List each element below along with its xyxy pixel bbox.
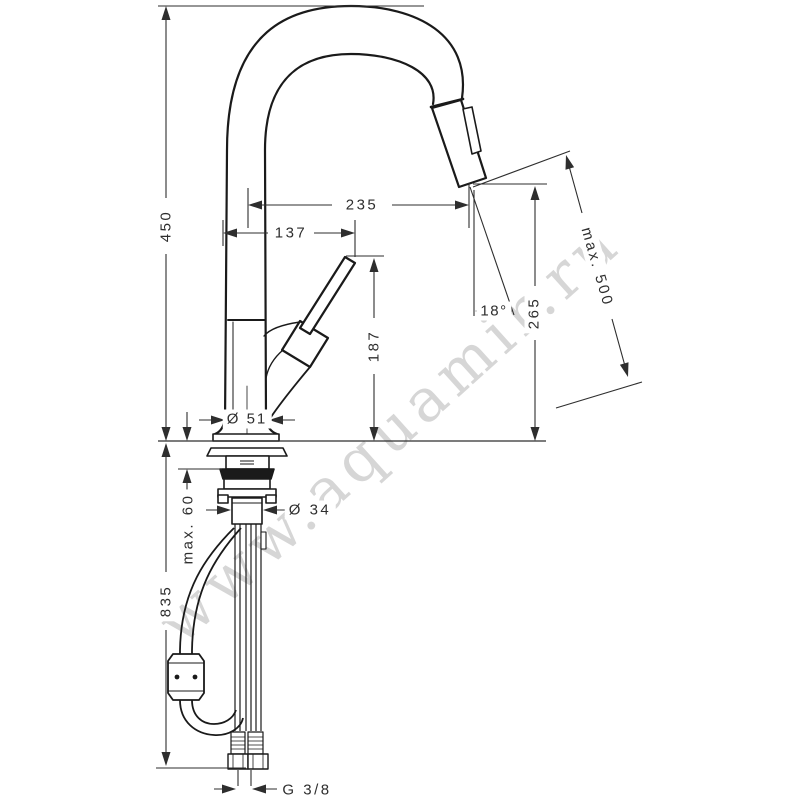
dim-o34-label: Ø 34 [284,500,336,520]
nut-left [227,753,249,770]
spray-head-clip [462,106,482,155]
spray-head [430,98,488,189]
dim-max500 [472,150,643,409]
faucet-body [212,4,488,442]
body-cone-top [263,321,301,337]
supply-tubes [234,524,262,731]
hose-outer-curve [179,527,244,736]
hose-weight [167,653,205,701]
bracket-screw-left [217,494,229,504]
dim-18deg [469,186,515,316]
dim-235-label: 235 [341,195,383,215]
weight-screw-right [192,674,198,680]
base-plate [212,433,280,442]
nut-facets [232,754,264,769]
dim-450 [158,5,424,437]
bracket-screw-right [265,494,277,504]
gasket [219,468,275,480]
dim-835 [156,445,246,769]
clamp-body [223,478,271,490]
dim-g38-label: G 3/8 [278,780,336,800]
hose-weight-bands [168,662,204,692]
dimension-lines [156,5,643,790]
dim-835-label: 835 [156,580,176,622]
dim-265 [473,183,547,437]
hole-sleeve [225,455,270,470]
dimension-arrows [161,6,629,794]
shank [231,497,263,525]
dim-450-label: 450 [156,205,176,247]
corrugated-right [247,731,264,755]
tube-clip [260,531,267,550]
escutcheon-washer [206,447,288,457]
body-cone-mid [265,349,284,379]
under-counter-assembly [167,447,288,770]
spout-outer-edge [223,4,465,426]
dim-235 [247,183,470,228]
corrugated-left [230,731,246,755]
dim-187-label: 187 [364,325,384,367]
hose-inner-curve [191,527,242,725]
dim-g38 [214,770,277,790]
body-cone-outer [270,366,311,418]
dim-o51-label: Ø 51 [222,409,272,429]
spout-inner-edge [263,52,435,426]
mounting-bracket [217,488,277,498]
dim-18deg-label: 18° [476,301,512,321]
sleeve-detail [240,460,254,465]
dim-max60-label: max. 60 [178,489,198,569]
nut-right [247,753,269,770]
dim-265-label: 265 [524,292,544,334]
corrugation-lines [231,736,263,750]
handle-lever [298,255,357,336]
weight-screw-left [174,674,180,680]
dim-137-label: 137 [270,223,312,243]
